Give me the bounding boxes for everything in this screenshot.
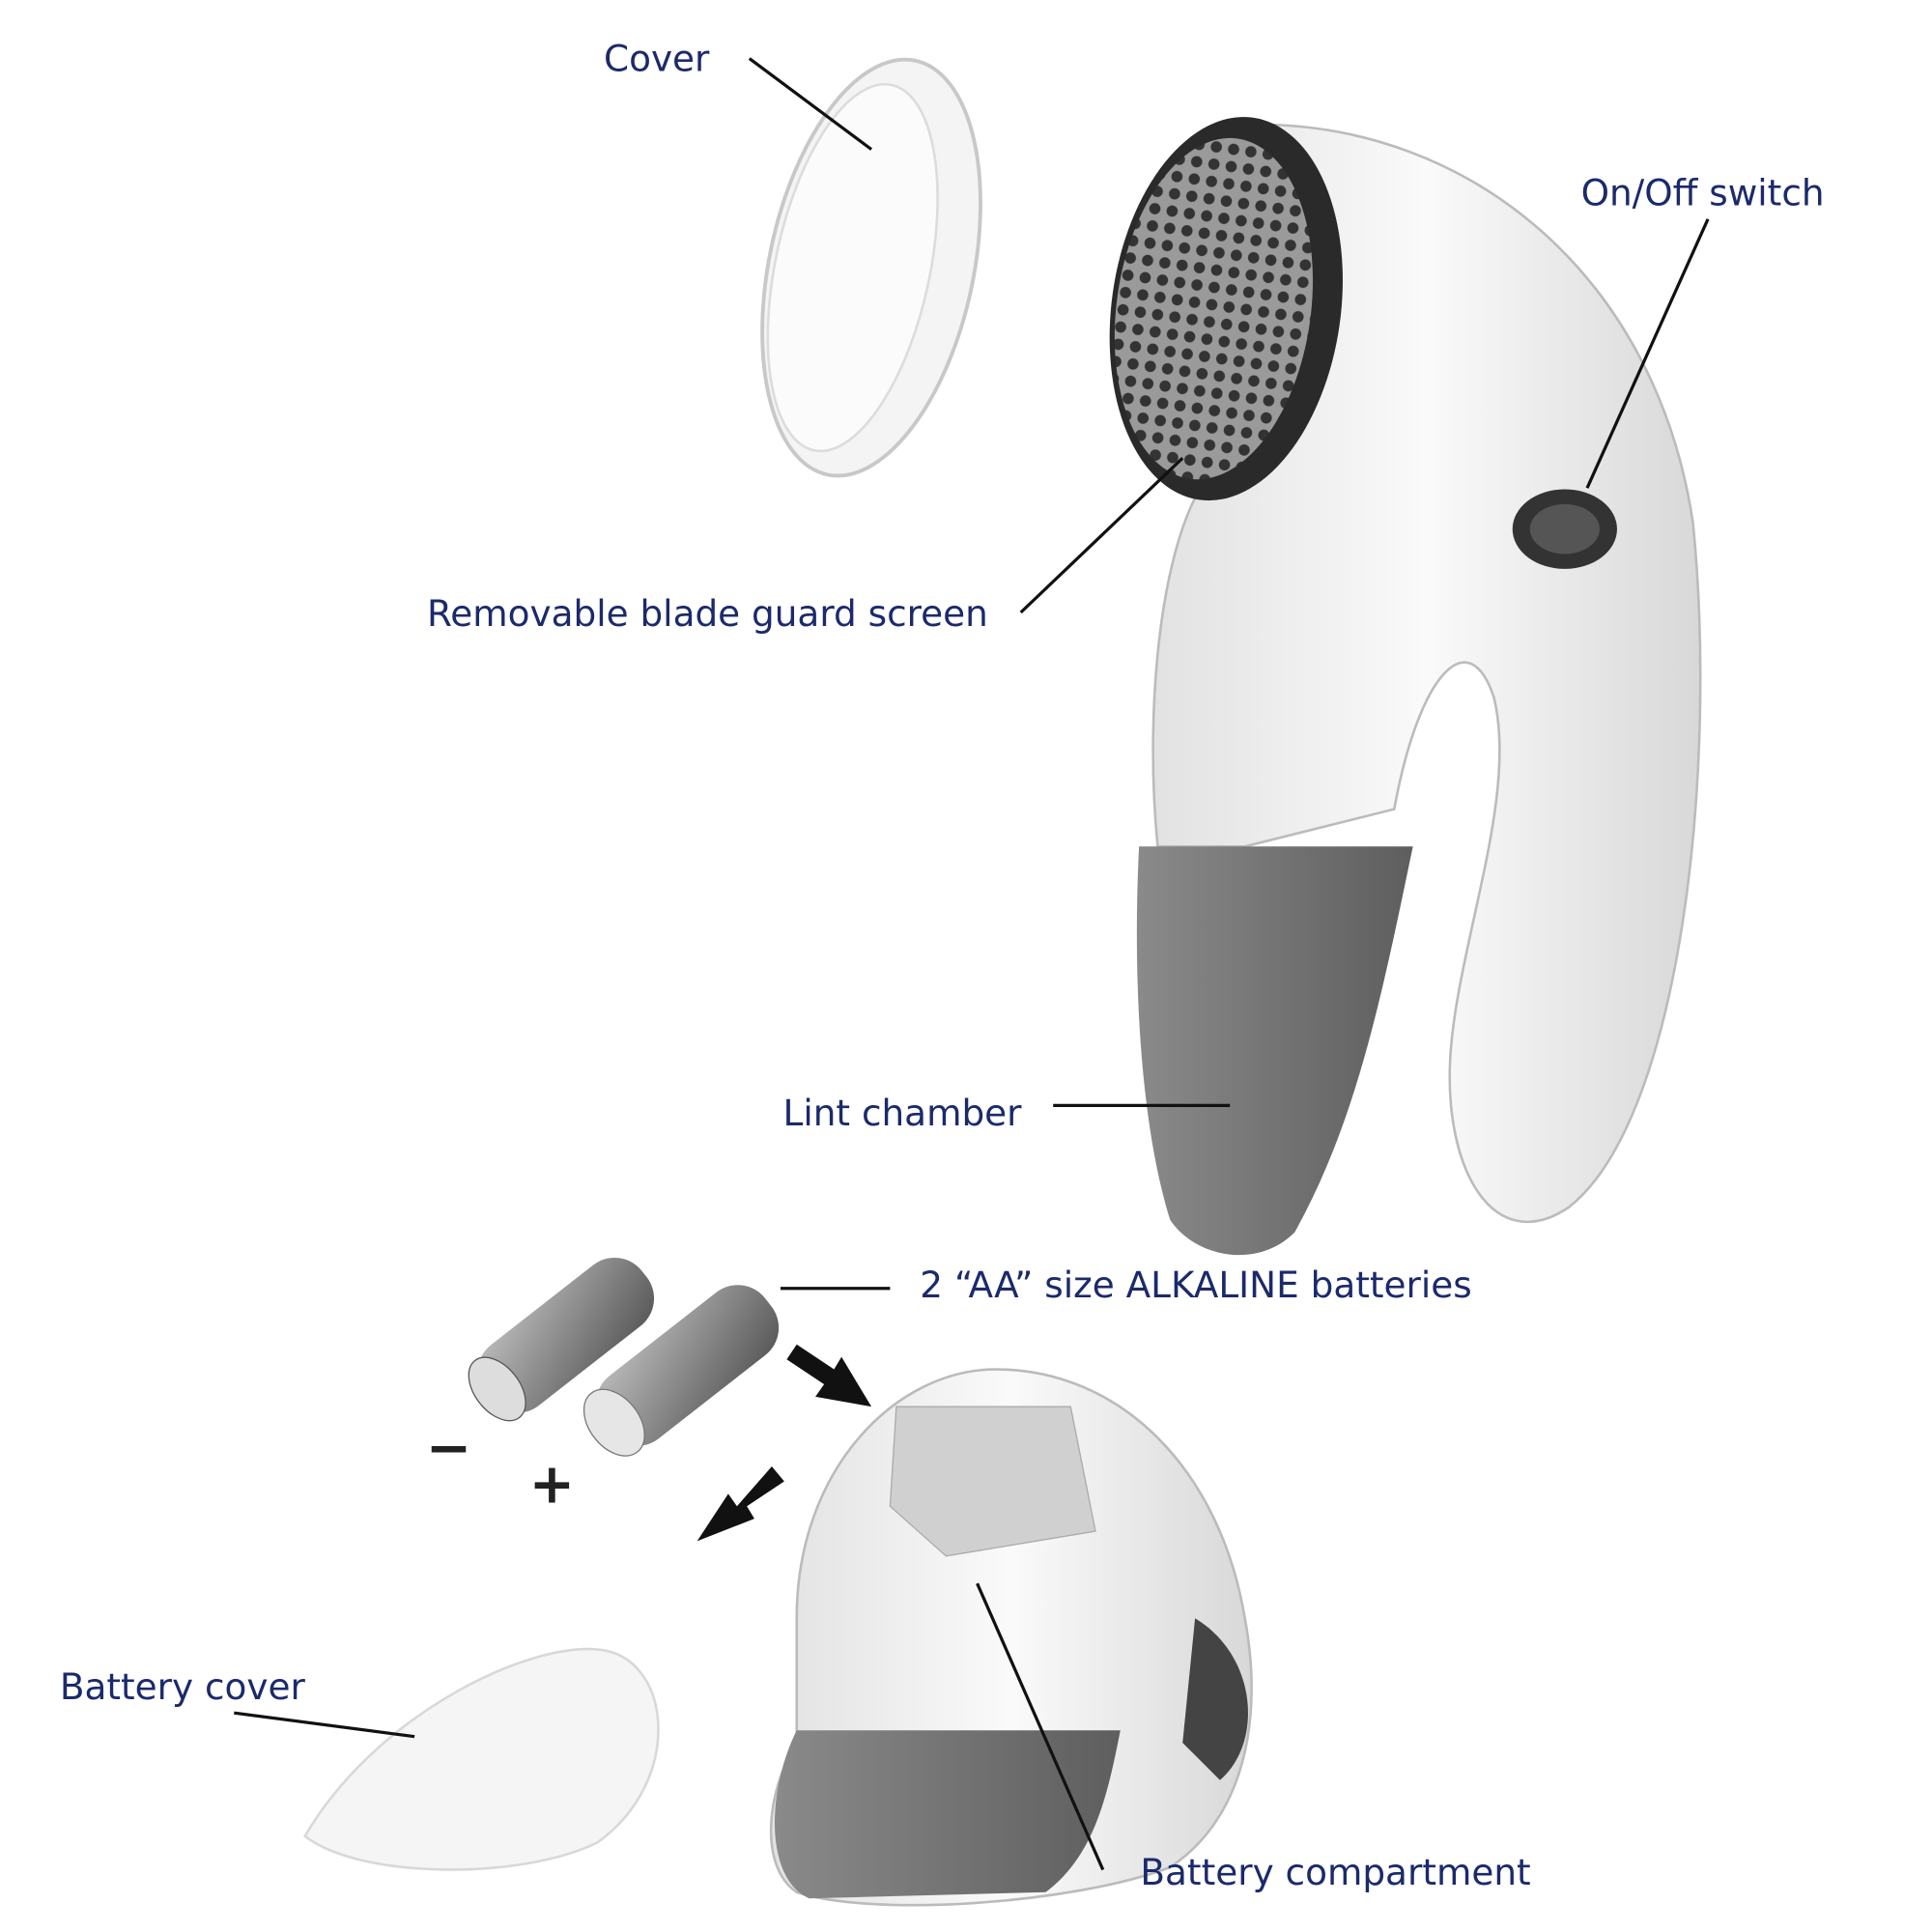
- lint-chamber-part: [1136, 846, 1413, 1256]
- blade-guard-leader-line: [1019, 457, 1184, 614]
- label-batteries: 2 “AA” size ALKALINE batteries: [920, 1264, 1471, 1306]
- arrow-insert-icon: [786, 1344, 872, 1407]
- battery-compartment-leader-line: [976, 1582, 1105, 1871]
- label-lint-chamber: Lint chamber: [783, 1092, 1023, 1134]
- label-battery-cover: Battery cover: [60, 1665, 306, 1708]
- battery-cover-part: [303, 1647, 660, 1871]
- switch-leader-line: [1585, 218, 1710, 489]
- cover-part: [760, 57, 982, 478]
- blade-guard-screen-part: [1109, 117, 1343, 501]
- label-cover: Cover: [604, 37, 710, 79]
- battery-compartment-part: [769, 1368, 1253, 1907]
- aa-batteries: [468, 1257, 780, 1457]
- battery-cover-leader-line: [234, 1711, 415, 1739]
- label-battery-compartment: Battery compartment: [1140, 1851, 1530, 1893]
- label-blade-guard: Removable blade guard screen: [427, 592, 988, 635]
- minus-sign: −: [426, 1416, 471, 1480]
- cover-leader-line: [748, 57, 873, 151]
- on-off-switch-part: [1512, 489, 1617, 569]
- lint-shaver-body: [1109, 117, 1702, 1256]
- label-on-off-switch: On/Off switch: [1581, 172, 1825, 214]
- arrow-remove-icon: [696, 1466, 784, 1542]
- plus-sign: +: [529, 1452, 576, 1516]
